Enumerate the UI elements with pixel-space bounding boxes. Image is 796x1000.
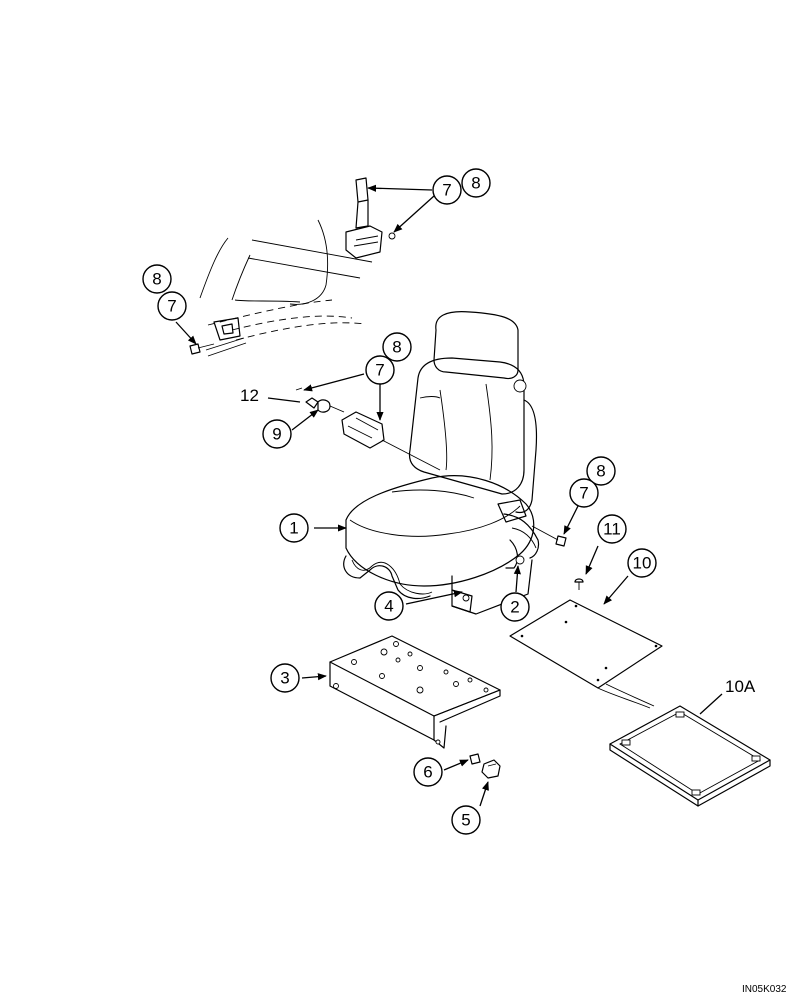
callout-3: 3 [270,663,300,693]
callout-2: 2 [500,592,530,622]
figure-code: IN05K032 [742,984,787,995]
svg-text:1: 1 [289,519,298,538]
callout-7-left: 7 [157,291,187,321]
svg-text:8: 8 [152,270,161,289]
nut-bolt-drawing [469,753,501,779]
callout-8-left: 8 [142,264,172,294]
svg-text:5: 5 [461,811,470,830]
mounting-plate-drawing [329,635,501,749]
callout-7-right: 7 [569,478,599,508]
seat-belt-inset-drawing [189,177,396,357]
svg-text:7: 7 [579,484,588,503]
svg-text:3: 3 [280,669,289,688]
buckle-drawing [295,387,441,471]
callout-4: 4 [374,591,404,621]
svg-text:9: 9 [272,425,281,444]
callout-7-top: 7 [432,175,462,205]
svg-text:2: 2 [510,598,519,617]
seat-drawing [343,311,567,615]
leader-lines [175,184,723,807]
callout-10: 10 [627,548,657,578]
svg-text:8: 8 [596,462,605,481]
callout-5: 5 [451,805,481,835]
svg-text:8: 8 [471,174,480,193]
svg-text:4: 4 [384,597,393,616]
callout-6: 6 [413,757,443,787]
floor-plate-drawing [509,578,771,807]
svg-text:8: 8 [392,338,401,357]
label-12: 12 [240,386,259,405]
svg-text:10: 10 [633,554,652,573]
svg-text:6: 6 [423,763,432,782]
callout-8-top: 8 [461,168,491,198]
svg-text:7: 7 [375,361,384,380]
callout-1: 1 [279,513,309,543]
svg-text:7: 7 [167,297,176,316]
callout-9: 9 [262,419,292,449]
callout-7-mid: 7 [365,355,395,385]
svg-text:7: 7 [442,181,451,200]
callout-8-mid: 8 [382,332,412,362]
callout-11: 11 [597,514,627,544]
label-10a: 10A [725,677,756,696]
svg-text:11: 11 [603,520,621,539]
callout-8-right: 8 [586,456,616,486]
